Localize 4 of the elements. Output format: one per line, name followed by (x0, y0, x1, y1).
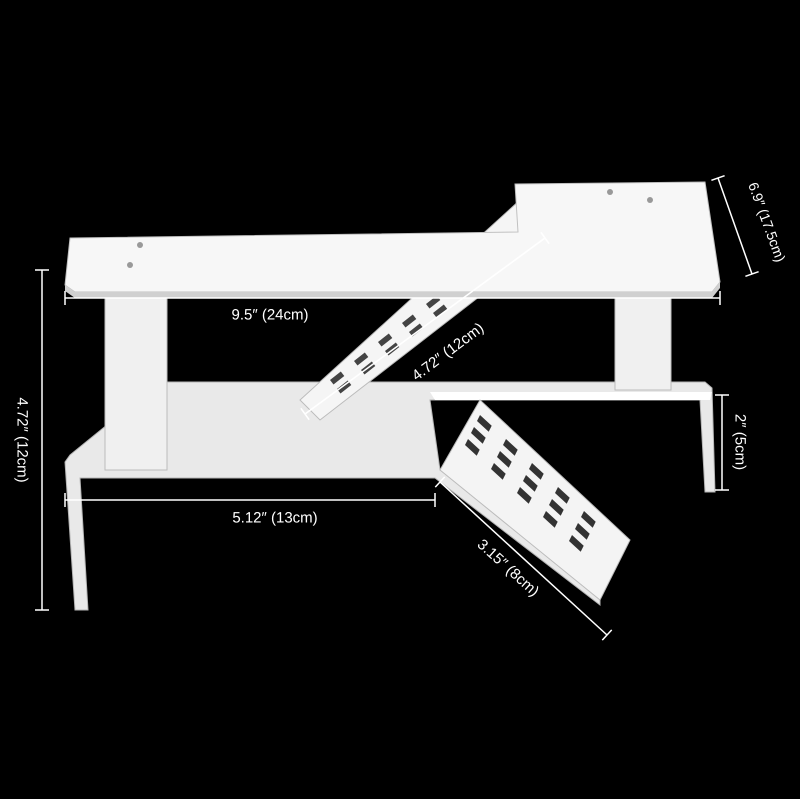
dimension-label: 4.72″ (12cm) (14, 397, 30, 483)
dimension-label: 9.5″ (24cm) (232, 308, 308, 322)
dimension-label: 2″ (5cm) (732, 414, 748, 470)
dimension-label: 5.12″ (13cm) (232, 510, 318, 526)
